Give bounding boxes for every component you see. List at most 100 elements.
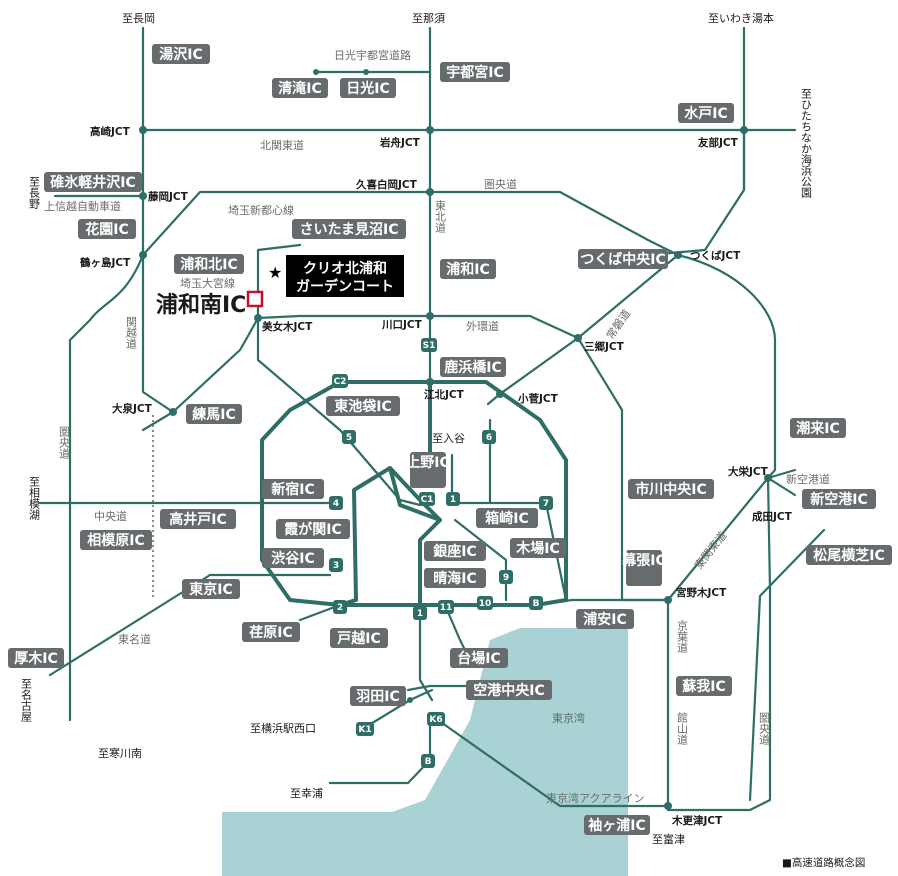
- svg-text:2: 2: [337, 603, 343, 613]
- svg-text:館山道: 館山道: [676, 711, 689, 745]
- svg-text:東名道: 東名道: [118, 632, 151, 646]
- ic-shibuya[interactable]: 渋谷IC: [262, 548, 324, 568]
- property-marker[interactable]: ★ クリオ北浦和 ガーデンコート: [268, 255, 404, 297]
- svg-text:9: 9: [503, 573, 509, 583]
- svg-text:蘇我IC: 蘇我IC: [681, 678, 725, 695]
- ic-nerima[interactable]: 練馬IC: [186, 404, 242, 424]
- svg-text:常磐道: 常磐道: [603, 307, 633, 342]
- ic-tsukuba-chuo[interactable]: つくば中央IC: [578, 249, 668, 269]
- shield-10: 10: [477, 596, 493, 610]
- svg-text:至長野: 至長野: [28, 176, 41, 209]
- ic-yuzawa[interactable]: 湯沢IC: [152, 44, 210, 64]
- svg-text:新空港道: 新空港道: [786, 472, 830, 486]
- svg-text:至幸浦: 至幸浦: [290, 787, 323, 800]
- svg-text:湯沢IC: 湯沢IC: [159, 46, 202, 63]
- svg-text:東京湾アクアライン: 東京湾アクアライン: [546, 791, 644, 805]
- ic-haneda[interactable]: 羽田IC: [350, 686, 406, 706]
- svg-text:藤岡JCT: 藤岡JCT: [148, 190, 189, 203]
- svg-text:友部JCT: 友部JCT: [697, 136, 739, 149]
- ic-ueno[interactable]: 上野IC: [406, 452, 450, 488]
- svg-text:C1: C1: [421, 495, 434, 505]
- svg-text:至相模湖: 至相模湖: [28, 476, 41, 521]
- ic-utsunomiya[interactable]: 宇都宮IC: [440, 62, 510, 82]
- ic-hanazono[interactable]: 花園IC: [78, 219, 136, 239]
- svg-text:日光宇都宮道路: 日光宇都宮道路: [334, 48, 411, 62]
- shield-b-urayasu: B: [529, 596, 543, 610]
- svg-text:至名古屋: 至名古屋: [20, 678, 33, 723]
- ic-shinkuko[interactable]: 新空港IC: [802, 489, 876, 509]
- ic-shikahamabashi[interactable]: 鹿浜橋IC: [440, 357, 506, 377]
- svg-text:K1: K1: [358, 725, 371, 735]
- svg-text:宇都宮IC: 宇都宮IC: [446, 64, 503, 81]
- ic-togoshi[interactable]: 戸越IC: [330, 628, 388, 648]
- svg-text:東京IC: 東京IC: [189, 581, 232, 598]
- svg-text:美女木JCT: 美女木JCT: [262, 320, 313, 333]
- ic-mito[interactable]: 水戸IC: [678, 103, 734, 123]
- ic-makuhari[interactable]: 幕張IC: [621, 550, 666, 586]
- ic-urawa-kita[interactable]: 浦和北IC: [174, 254, 244, 274]
- ic-atsugi[interactable]: 厚木IC: [8, 648, 64, 668]
- ic-hakozaki[interactable]: 箱崎IC: [476, 508, 538, 528]
- ic-ichikawa-chuo[interactable]: 市川中央IC: [628, 479, 714, 499]
- ic-sagamihara[interactable]: 相模原IC: [80, 530, 152, 550]
- svg-text:潮来IC: 潮来IC: [796, 420, 839, 437]
- ic-labels: 湯沢IC 宇都宮IC 清滝IC 日光IC 水戸IC 碓氷軽井沢IC 花園IC さ…: [8, 44, 892, 835]
- ic-usui[interactable]: 碓氷軽井沢IC: [44, 172, 142, 192]
- ic-kiyotaki[interactable]: 清滝IC: [272, 78, 328, 98]
- svg-text:晴海IC: 晴海IC: [433, 570, 476, 587]
- ic-ginza[interactable]: 銀座IC: [424, 541, 486, 561]
- svg-text:1: 1: [417, 609, 423, 619]
- shield-b-wangan: B: [421, 754, 435, 768]
- svg-text:関越道: 関越道: [125, 316, 138, 349]
- map-caption: ■高速道路概念図: [782, 856, 865, 869]
- ic-soga[interactable]: 蘇我IC: [676, 676, 732, 696]
- svg-text:京葉道: 京葉道: [676, 619, 689, 653]
- svg-text:渋谷IC: 渋谷IC: [271, 550, 314, 567]
- ic-matsuo-yokoshiba[interactable]: 松尾横芝IC: [806, 545, 892, 565]
- svg-text:K6: K6: [429, 715, 442, 725]
- ic-saitama-minuma[interactable]: さいたま見沼IC: [292, 219, 406, 239]
- svg-text:三郷JCT: 三郷JCT: [584, 340, 625, 353]
- ic-urawa[interactable]: 浦和IC: [440, 259, 496, 279]
- shield-c2: C2: [332, 374, 348, 388]
- ic-harumi[interactable]: 晴海IC: [424, 568, 486, 588]
- svg-text:高井戸IC: 高井戸IC: [169, 511, 226, 528]
- ic-daiba[interactable]: 台場IC: [450, 648, 508, 668]
- highlight-urawa-minami[interactable]: 浦和南IC: [156, 290, 264, 318]
- svg-text:水戸IC: 水戸IC: [684, 105, 727, 122]
- ic-takaido[interactable]: 高井戸IC: [160, 509, 236, 529]
- svg-text:至那須: 至那須: [412, 12, 445, 25]
- svg-text:日光IC: 日光IC: [346, 80, 389, 97]
- ic-shinjuku[interactable]: 新宿IC: [262, 479, 324, 499]
- shield-k6: K6: [427, 712, 445, 726]
- ic-itako[interactable]: 潮来IC: [790, 418, 846, 438]
- ic-urayasu[interactable]: 浦安IC: [576, 609, 634, 629]
- shield-k1: K1: [356, 722, 374, 736]
- shield-5: 5: [342, 430, 356, 444]
- ic-ebara[interactable]: 荏原IC: [242, 622, 300, 642]
- svg-text:埼玉大宮線: 埼玉大宮線: [180, 276, 235, 290]
- svg-text:浦安IC: 浦安IC: [583, 611, 626, 628]
- property-name-line1: クリオ北浦和: [303, 260, 387, 277]
- svg-text:S1: S1: [423, 341, 436, 351]
- svg-text:つくば中央IC: つくば中央IC: [580, 251, 665, 268]
- svg-text:1: 1: [450, 495, 456, 505]
- shield-7: 7: [539, 496, 553, 510]
- svg-text:新空港IC: 新空港IC: [810, 491, 867, 508]
- ic-higashi-ikebukuro[interactable]: 東池袋IC: [326, 396, 400, 416]
- svg-text:霞が関IC: 霞が関IC: [284, 521, 341, 538]
- ic-tokyo[interactable]: 東京IC: [182, 579, 240, 599]
- ic-kuko-chuo[interactable]: 空港中央IC: [466, 680, 552, 700]
- ic-nikko[interactable]: 日光IC: [340, 78, 396, 98]
- ic-kiba[interactable]: 木場IC: [510, 538, 566, 558]
- svg-text:上野IC: 上野IC: [406, 455, 449, 471]
- urawa-minami-ic-label: 浦和南IC: [156, 292, 246, 318]
- ic-kasumigaseki[interactable]: 霞が関IC: [276, 519, 350, 539]
- svg-text:B: B: [533, 599, 540, 609]
- ic-sodegaura[interactable]: 袖ヶ浦IC: [584, 815, 650, 835]
- shield-11: 11: [438, 600, 454, 614]
- svg-text:10: 10: [479, 599, 492, 609]
- svg-text:中央道: 中央道: [94, 509, 127, 523]
- svg-text:羽田IC: 羽田IC: [356, 689, 399, 705]
- svg-text:鶴ヶ島JCT: 鶴ヶ島JCT: [80, 256, 131, 269]
